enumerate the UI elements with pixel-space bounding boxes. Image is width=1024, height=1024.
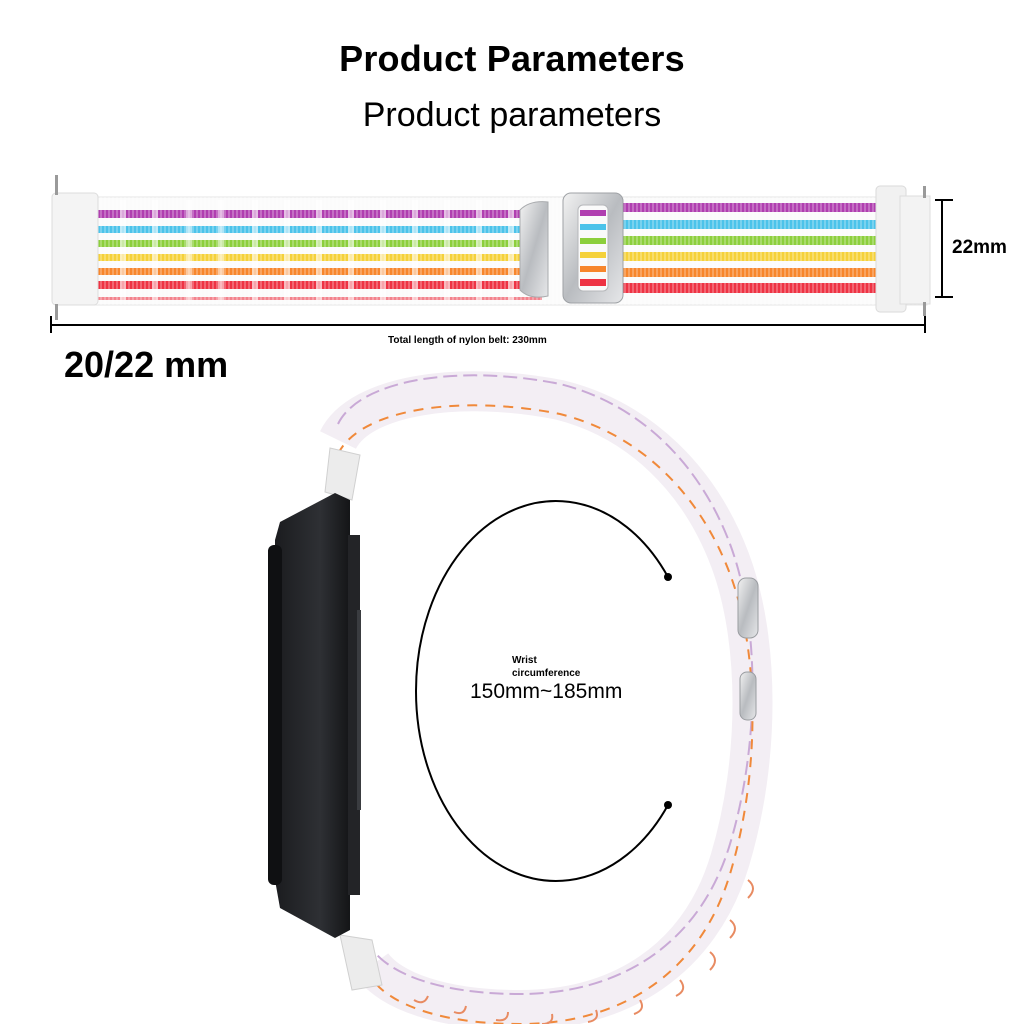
page-title: Product Parameters [339,38,685,79]
watch-case [268,493,361,938]
height-dimension [935,199,953,298]
length-dimension [50,316,926,333]
wrist-circumference-label: Wrist circumference [512,654,580,680]
page-subtitle: Product parameters [362,96,662,134]
total-length-label: Total length of nylon belt: 230mm [388,335,547,346]
strap-height-label: 22mm [952,237,1007,258]
wrist-label-line1: Wrist [512,655,537,666]
flat-strap [51,175,931,320]
width-options-label: 20/22 mm [64,344,229,385]
wrist-label-line2: circumference [512,668,581,679]
wrist-range-value: 150mm~185mm [470,680,623,703]
wrist-arc [415,500,672,882]
buckle [519,192,624,304]
